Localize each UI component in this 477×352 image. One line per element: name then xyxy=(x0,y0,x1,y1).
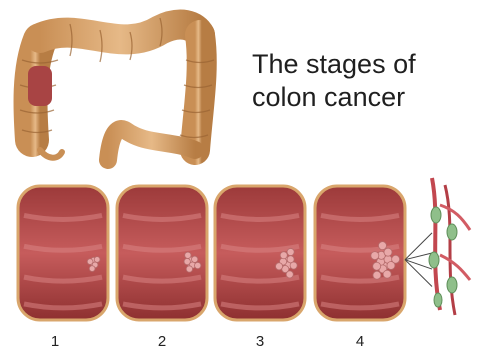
lymph-vessels xyxy=(429,178,470,315)
large-intestine xyxy=(20,18,214,160)
stage-label-2: 2 xyxy=(158,333,166,350)
stage-label-3: 3 xyxy=(256,333,264,350)
stage-segment-4: 4 xyxy=(315,186,432,350)
lymph-node xyxy=(431,207,441,223)
stage-label-4: 4 xyxy=(356,333,364,350)
stage-segment-1: 1 xyxy=(18,186,108,350)
stage-segment-2: 2 xyxy=(117,186,207,350)
lymph-node xyxy=(434,293,442,307)
tumor-highlight xyxy=(28,66,52,106)
stage-segment-3: 3 xyxy=(215,186,305,350)
lymph-node xyxy=(447,277,457,293)
lymph-node xyxy=(447,224,457,240)
stage-label-1: 1 xyxy=(51,333,59,350)
stage-segments: 1 2 3 4 xyxy=(18,186,432,350)
lymph-node xyxy=(429,252,439,268)
